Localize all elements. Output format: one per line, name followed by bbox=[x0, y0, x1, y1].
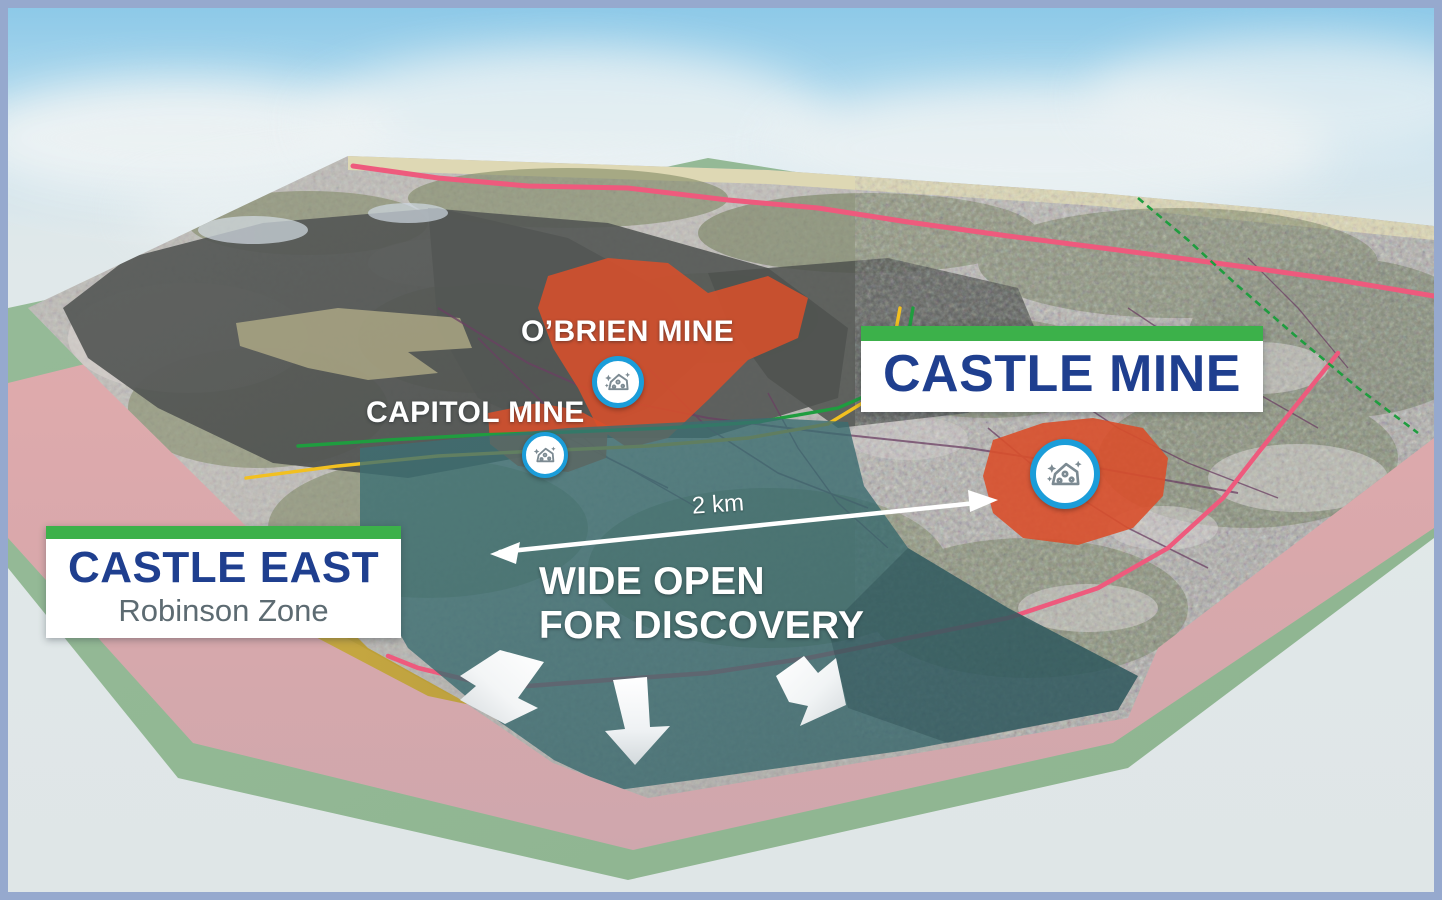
castle-mine-callout-body: CASTLE MINE bbox=[861, 341, 1263, 412]
castle-east-accent-bar bbox=[46, 526, 402, 539]
mine-ore-icon bbox=[1043, 452, 1087, 496]
trail-line-green bbox=[1137, 197, 1419, 435]
castle-east-title: CASTLE EAST bbox=[68, 543, 380, 592]
wide-open-line-2: FOR DISCOVERY bbox=[539, 603, 865, 647]
distance-label: 2 km bbox=[691, 489, 745, 520]
capitol-mine-pin[interactable] bbox=[522, 432, 568, 478]
castle-mine-pin[interactable] bbox=[1030, 439, 1100, 509]
figure-frame: O’BRIEN MINE CAPITOL MINE 2 km WIDE OPEN… bbox=[8, 8, 1434, 892]
wide-open-line-1: WIDE OPEN bbox=[539, 560, 765, 603]
terrain-3d-block bbox=[8, 8, 1434, 892]
wide-open-for-discovery-text: WIDE OPEN FOR DISCOVERY bbox=[539, 560, 864, 647]
castle-east-callout: CASTLE EAST Robinson Zone bbox=[46, 526, 402, 638]
obrien-mine-pin[interactable] bbox=[592, 356, 644, 408]
obrien-mine-label: O’BRIEN MINE bbox=[521, 315, 735, 348]
castle-east-callout-body: CASTLE EAST Robinson Zone bbox=[46, 539, 401, 638]
claim-boundary-line bbox=[350, 163, 1434, 299]
capitol-mine-label: CAPITOL MINE bbox=[366, 396, 585, 429]
castle-mine-title: CASTLE MINE bbox=[883, 345, 1241, 403]
mine-ore-icon bbox=[602, 366, 634, 398]
castle-mine-accent-bar bbox=[861, 326, 1263, 341]
cloud-decoration bbox=[1088, 38, 1434, 158]
castle-mine-callout: CASTLE MINE bbox=[861, 326, 1263, 413]
mine-ore-icon bbox=[531, 441, 559, 469]
castle-east-subtitle: Robinson Zone bbox=[118, 592, 329, 628]
terrain-tailings bbox=[236, 308, 472, 380]
